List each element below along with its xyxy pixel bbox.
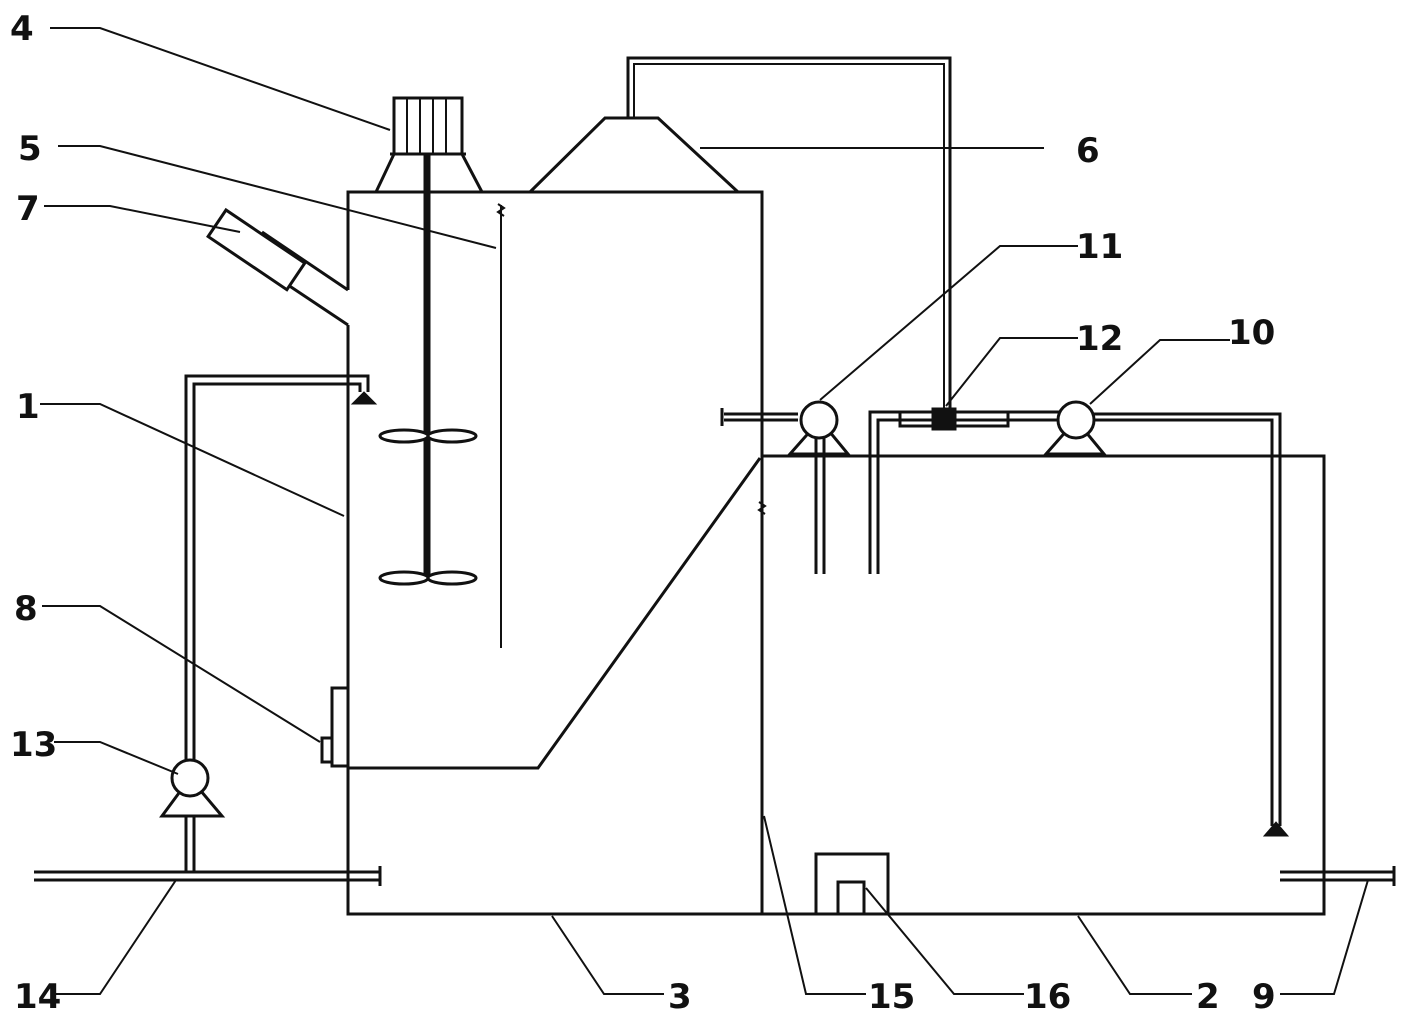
agitator-motor	[374, 96, 484, 586]
label-12: 12	[1076, 319, 1123, 359]
feed-hopper	[206, 207, 349, 327]
label-10: 10	[1228, 313, 1275, 353]
level-sensor	[320, 686, 350, 768]
label-1: 1	[16, 387, 40, 427]
pump-10	[868, 400, 1290, 837]
label-16: 16	[1024, 977, 1071, 1017]
gas-hood	[528, 56, 952, 410]
label-14: 14	[14, 977, 61, 1017]
label-7: 7	[16, 189, 40, 229]
label-15: 15	[868, 977, 915, 1017]
pump-13	[34, 374, 382, 886]
left-tank	[346, 190, 767, 916]
right-tank	[762, 454, 1326, 916]
leader-lines	[40, 27, 1369, 995]
label-5: 5	[18, 129, 42, 169]
label-3: 3	[668, 977, 692, 1017]
label-4: 4	[10, 9, 34, 49]
number-labels: 4 5 7 1 8 13 14 6 11 12 10 3 15 16 2 9	[10, 9, 1276, 1017]
label-13: 13	[10, 725, 57, 765]
outlet-pipe	[1280, 866, 1396, 886]
label-2: 2	[1196, 977, 1220, 1017]
label-11: 11	[1076, 227, 1123, 267]
pump-11	[720, 400, 852, 574]
label-9: 9	[1252, 977, 1276, 1017]
label-6: 6	[1076, 131, 1100, 171]
label-8: 8	[14, 589, 38, 629]
